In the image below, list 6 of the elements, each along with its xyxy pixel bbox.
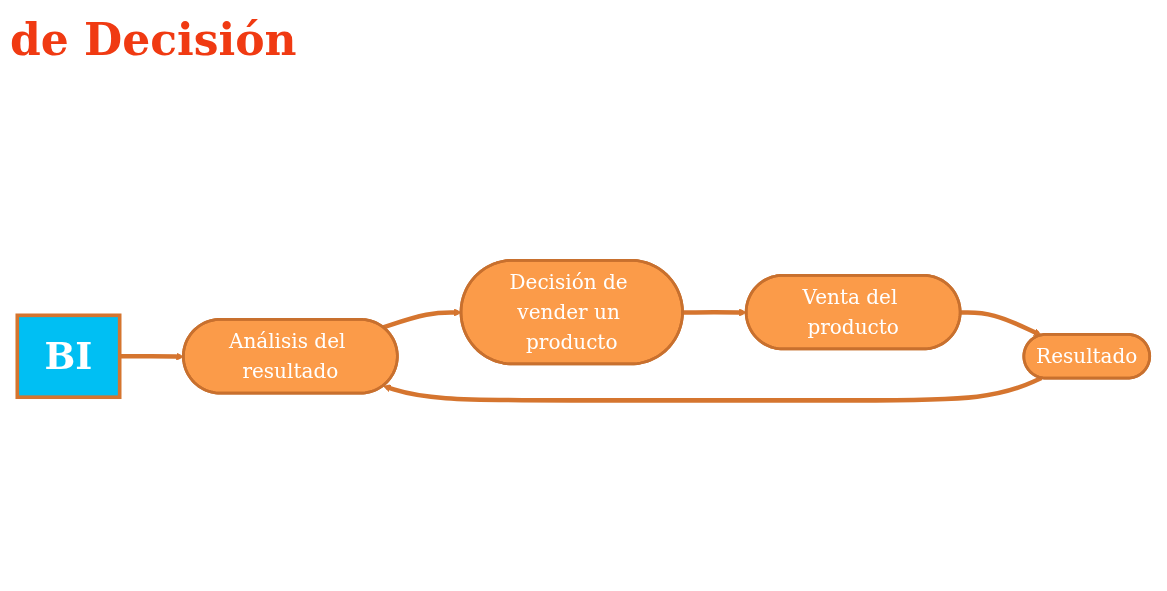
title: de Decisión bbox=[10, 14, 297, 65]
node-box: BI bbox=[15, 313, 122, 399]
arrow bbox=[682, 308, 747, 317]
arrow bbox=[960, 309, 1042, 336]
arrow bbox=[382, 308, 462, 330]
arrow bbox=[382, 375, 1043, 403]
